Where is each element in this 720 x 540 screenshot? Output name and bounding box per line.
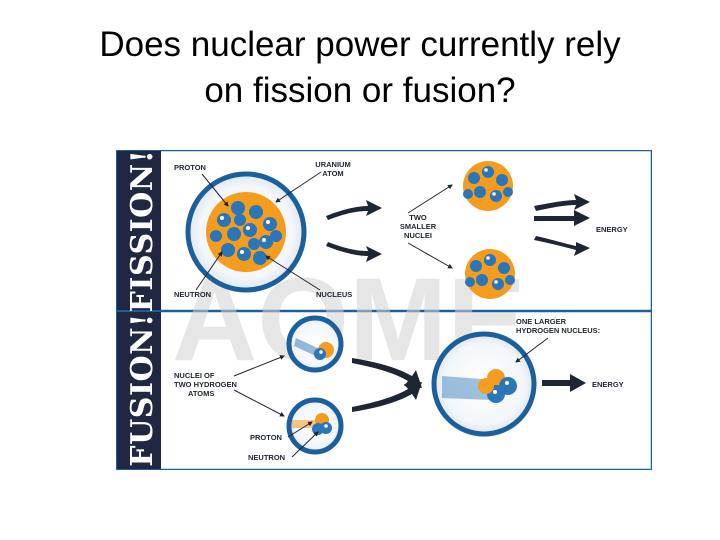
fission-energy-label: ENERGY	[596, 225, 628, 234]
larger-hydrogen-nucleus	[431, 331, 537, 437]
nuclei-hydrogen-line2: TWO HYDROGEN	[174, 380, 237, 389]
diagram-svg: FISSION! FUSION! AOME P	[116, 150, 652, 470]
nuclei-hydrogen-line3: ATOMS	[188, 389, 214, 398]
hydrogen-nucleus-bottom	[286, 397, 344, 455]
title-line-1: Does nuclear power currently rely	[99, 25, 621, 64]
smaller-nucleus-bottom	[465, 249, 515, 299]
fission-neutron-label: NEUTRON	[174, 290, 211, 299]
fusion-proton-label: PROTON	[250, 433, 282, 442]
hydrogen-nucleus-top	[286, 315, 344, 373]
fusion-side-bar	[117, 312, 161, 469]
nuclei-hydrogen-line1: NUCLEI OF	[174, 371, 215, 380]
fusion-heading: FUSION!	[125, 313, 160, 466]
smaller-nuclei-line3: NUCLEI	[404, 231, 432, 240]
fission-pointers	[195, 171, 453, 291]
fission-flow-arrows	[326, 194, 590, 262]
uranium-atom	[185, 171, 307, 293]
nucleus-label: NUCLEUS	[316, 290, 352, 299]
fusion-energy-label: ENERGY	[592, 380, 624, 389]
fission-side-bar	[117, 151, 161, 310]
fission-heading: FISSION!	[125, 150, 160, 312]
fission-fusion-diagram: FISSION! FUSION! AOME P	[116, 150, 652, 470]
uranium-label-line1: URANIUM	[315, 160, 350, 169]
uranium-label-line2: ATOM	[322, 169, 343, 178]
fusion-flow-arrows	[352, 358, 586, 412]
larger-nucleus-line2: HYDROGEN NUCLEUS:	[516, 326, 600, 335]
smaller-nucleus-top	[463, 161, 513, 211]
fusion-neutron-label: NEUTRON	[248, 453, 285, 462]
slide-title: Does nuclear power currently rely on fis…	[20, 22, 700, 114]
title-line-2: on fission or fusion?	[204, 71, 516, 110]
fission-proton-label: PROTON	[174, 163, 206, 172]
smaller-nuclei-line2: SMALLER	[400, 222, 437, 231]
smaller-nuclei-line1: TWO	[409, 213, 427, 222]
larger-nucleus-line1: ONE LARGER	[516, 317, 567, 326]
fusion-pointers	[233, 337, 549, 458]
